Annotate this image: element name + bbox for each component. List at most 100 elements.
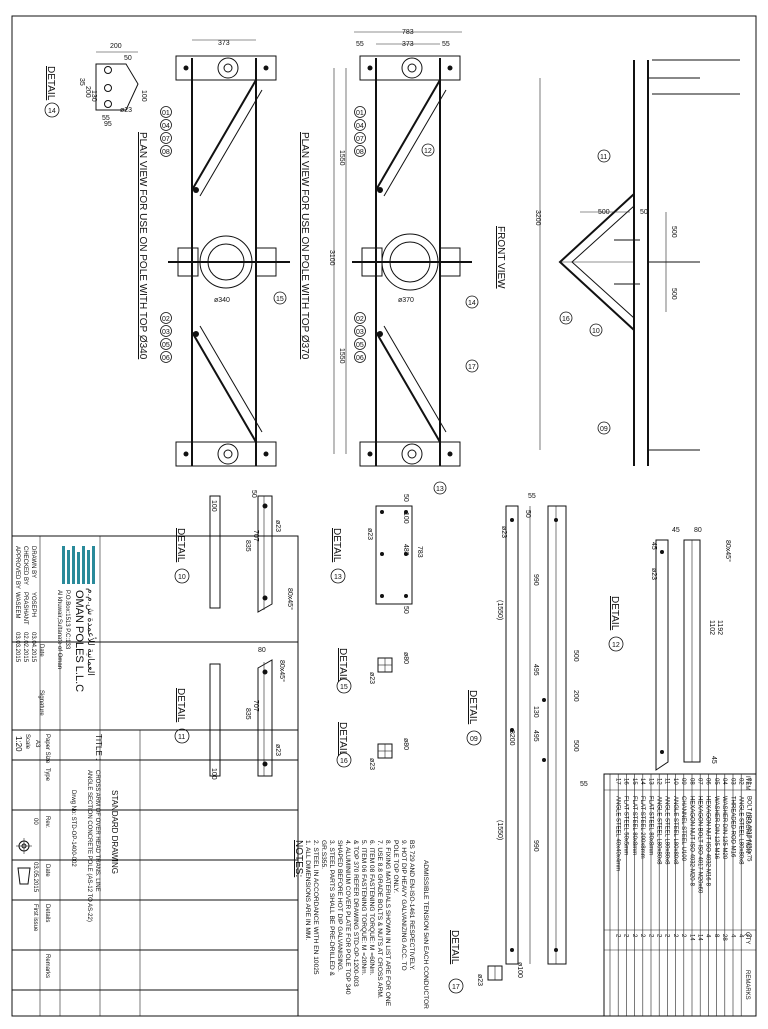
note-line: 4. ALUMINIUM COVER PLATE FOR POLE TOP 34… — [344, 840, 351, 995]
tension-note: ADMISSIBLE TENSION 5kN EACH CONDUCTOR — [422, 860, 429, 1009]
detail-14-drawing: 200 50 35 200 130 100 55 95 ø23 DETAIL 1… — [44, 43, 147, 128]
svg-text:373: 373 — [218, 40, 230, 47]
svg-text:495: 495 — [532, 664, 539, 676]
company-address-1: P.O.Box:1513 P.C:133 — [64, 590, 70, 650]
svg-text:50: 50 — [124, 55, 132, 62]
bom-quantity: 4 — [738, 934, 744, 938]
svg-text:ø80: ø80 — [402, 738, 409, 750]
note-line: 2. STEEL IN ACCORDANCE WITH EN 10025 — [312, 840, 319, 975]
bom-header-remarks: REMARKS — [744, 970, 750, 1000]
note-line: POLE TOP ONLY. — [392, 840, 399, 893]
insulator-top — [648, 59, 740, 95]
detail-13-drawing: 50 100 483 783 50 ø23 DETAIL 13 — [330, 494, 423, 614]
svg-text:483: 483 — [402, 544, 409, 556]
svg-text:15: 15 — [340, 684, 348, 691]
bom-item-number: 08 — [688, 778, 694, 785]
bom-description: HEXAGON NUT ISO 4032-M16-8 — [705, 796, 711, 887]
svg-text:05: 05 — [356, 342, 364, 349]
svg-text:13: 13 — [334, 574, 342, 581]
svg-text:04: 04 — [162, 123, 170, 130]
svg-text:55: 55 — [356, 41, 364, 48]
note-line: 3. STEEL PARTS SHALL BE PRE-DRILLED & — [328, 840, 335, 977]
approved-by-name: WASEEM — [14, 592, 20, 618]
svg-text:ø340: ø340 — [214, 297, 230, 304]
svg-text:14: 14 — [48, 108, 56, 115]
svg-text:55: 55 — [102, 115, 110, 122]
type-label: Type — [44, 768, 50, 782]
detail-13-label: DETAIL — [331, 528, 342, 563]
detail-11-label: DETAIL — [175, 688, 186, 723]
svg-text:50: 50 — [524, 510, 531, 518]
svg-text:11: 11 — [600, 154, 607, 161]
svg-text:3100: 3100 — [328, 250, 335, 266]
svg-text:10: 10 — [178, 574, 186, 581]
svg-text:200: 200 — [572, 690, 579, 702]
bom-quantity: 28 — [721, 934, 727, 941]
bom-description: WASHER DIN 125 M20 — [721, 796, 727, 860]
svg-text:17: 17 — [452, 984, 460, 991]
svg-text:990: 990 — [532, 840, 539, 852]
bom-quantity: 14 — [697, 934, 703, 941]
svg-text:1192: 1192 — [716, 620, 723, 635]
svg-text:ø23: ø23 — [274, 520, 281, 532]
bom-description: ANGLE STEEL L80x80x8 — [656, 796, 662, 865]
svg-text:835: 835 — [244, 708, 251, 720]
svg-text:10: 10 — [592, 328, 600, 335]
svg-text:495: 495 — [532, 730, 539, 742]
plan-view-340: 373 ø340 PLAN VIEW FOR USE ON POLE WITH … — [137, 39, 290, 467]
title-line-2: ANGLE SECTION CONCRETE POLE (AS-12 TO AS… — [86, 770, 92, 922]
drawing-number: Drwg No: STD-OP-1400-002 — [70, 790, 76, 867]
first-issue: First issue — [32, 904, 38, 932]
checked-by-name: PRASHANT — [22, 592, 28, 625]
svg-text:80x45°: 80x45° — [724, 540, 732, 562]
svg-text:80x45°: 80x45° — [286, 588, 294, 610]
drawn-by-label: DRAWN BY — [30, 546, 36, 578]
bom-item-number: 15 — [631, 778, 637, 785]
approved-by-label: APPROVED BY — [14, 546, 20, 589]
bom-item-number: 10 — [672, 778, 678, 785]
svg-text:16: 16 — [340, 758, 348, 765]
svg-text:100: 100 — [402, 512, 409, 524]
company-address-2: Al khuwair,Sultanate of Oman — [56, 590, 62, 669]
detail-09-label: DETAIL — [467, 690, 478, 725]
svg-text:01: 01 — [356, 110, 364, 117]
bom-quantity: 2 — [746, 934, 752, 938]
svg-text:06: 06 — [356, 355, 364, 362]
note-line: 8. FIXING MATERIALS SHOWN IN LIST ARE FO… — [384, 840, 391, 1007]
svg-text:ø80: ø80 — [402, 652, 409, 664]
note-line: GR.S355. — [320, 840, 327, 869]
svg-text:(1550): (1550) — [496, 600, 503, 620]
svg-text:45: 45 — [710, 756, 717, 764]
svg-text:02: 02 — [162, 316, 170, 323]
bom-item-number: 11 — [664, 778, 670, 785]
svg-text:09: 09 — [470, 736, 478, 743]
bom-description: CHANNEL STEEL U100 — [680, 796, 686, 862]
bom-item-number: 03 — [729, 778, 735, 785]
scale-label: Scale — [24, 734, 30, 750]
svg-text:500: 500 — [572, 740, 579, 752]
svg-text:ø23: ø23 — [476, 974, 483, 986]
detail-09-drawing: 55 50 990 495 130 495 990 (1550) (1550) … — [466, 493, 588, 965]
svg-text:50: 50 — [402, 606, 409, 614]
svg-text:50: 50 — [402, 494, 409, 502]
svg-text:03: 03 — [162, 329, 170, 336]
svg-text:500: 500 — [572, 650, 579, 662]
bom-item-number: 09 — [680, 778, 686, 785]
company-logo — [62, 546, 95, 584]
notes-block: NOTES: 1. ALL DIMENSIONS ARE IN MM. 2. S… — [293, 840, 429, 1009]
svg-text:50: 50 — [640, 209, 648, 216]
bom-item-number: 14 — [639, 778, 645, 785]
title-line-1: CROSS ARM OF OVER HEAD TRANS. LINE — [94, 770, 100, 892]
balloons-plan-340: 01 04 07 08 02 03 05 06 15 — [160, 106, 287, 363]
date-value-2: 03.05.2015 — [32, 862, 38, 893]
svg-text:130: 130 — [90, 90, 97, 102]
bom-item-number: 01 — [746, 778, 752, 785]
bom-quantity: 2 — [647, 934, 653, 938]
svg-text:14: 14 — [468, 300, 476, 307]
bom-header-desc: DESCRIPTION — [744, 812, 750, 853]
svg-text:16: 16 — [562, 316, 570, 323]
svg-text:3200: 3200 — [508, 730, 515, 746]
svg-text:1550: 1550 — [338, 150, 345, 166]
svg-text:08: 08 — [162, 149, 170, 156]
